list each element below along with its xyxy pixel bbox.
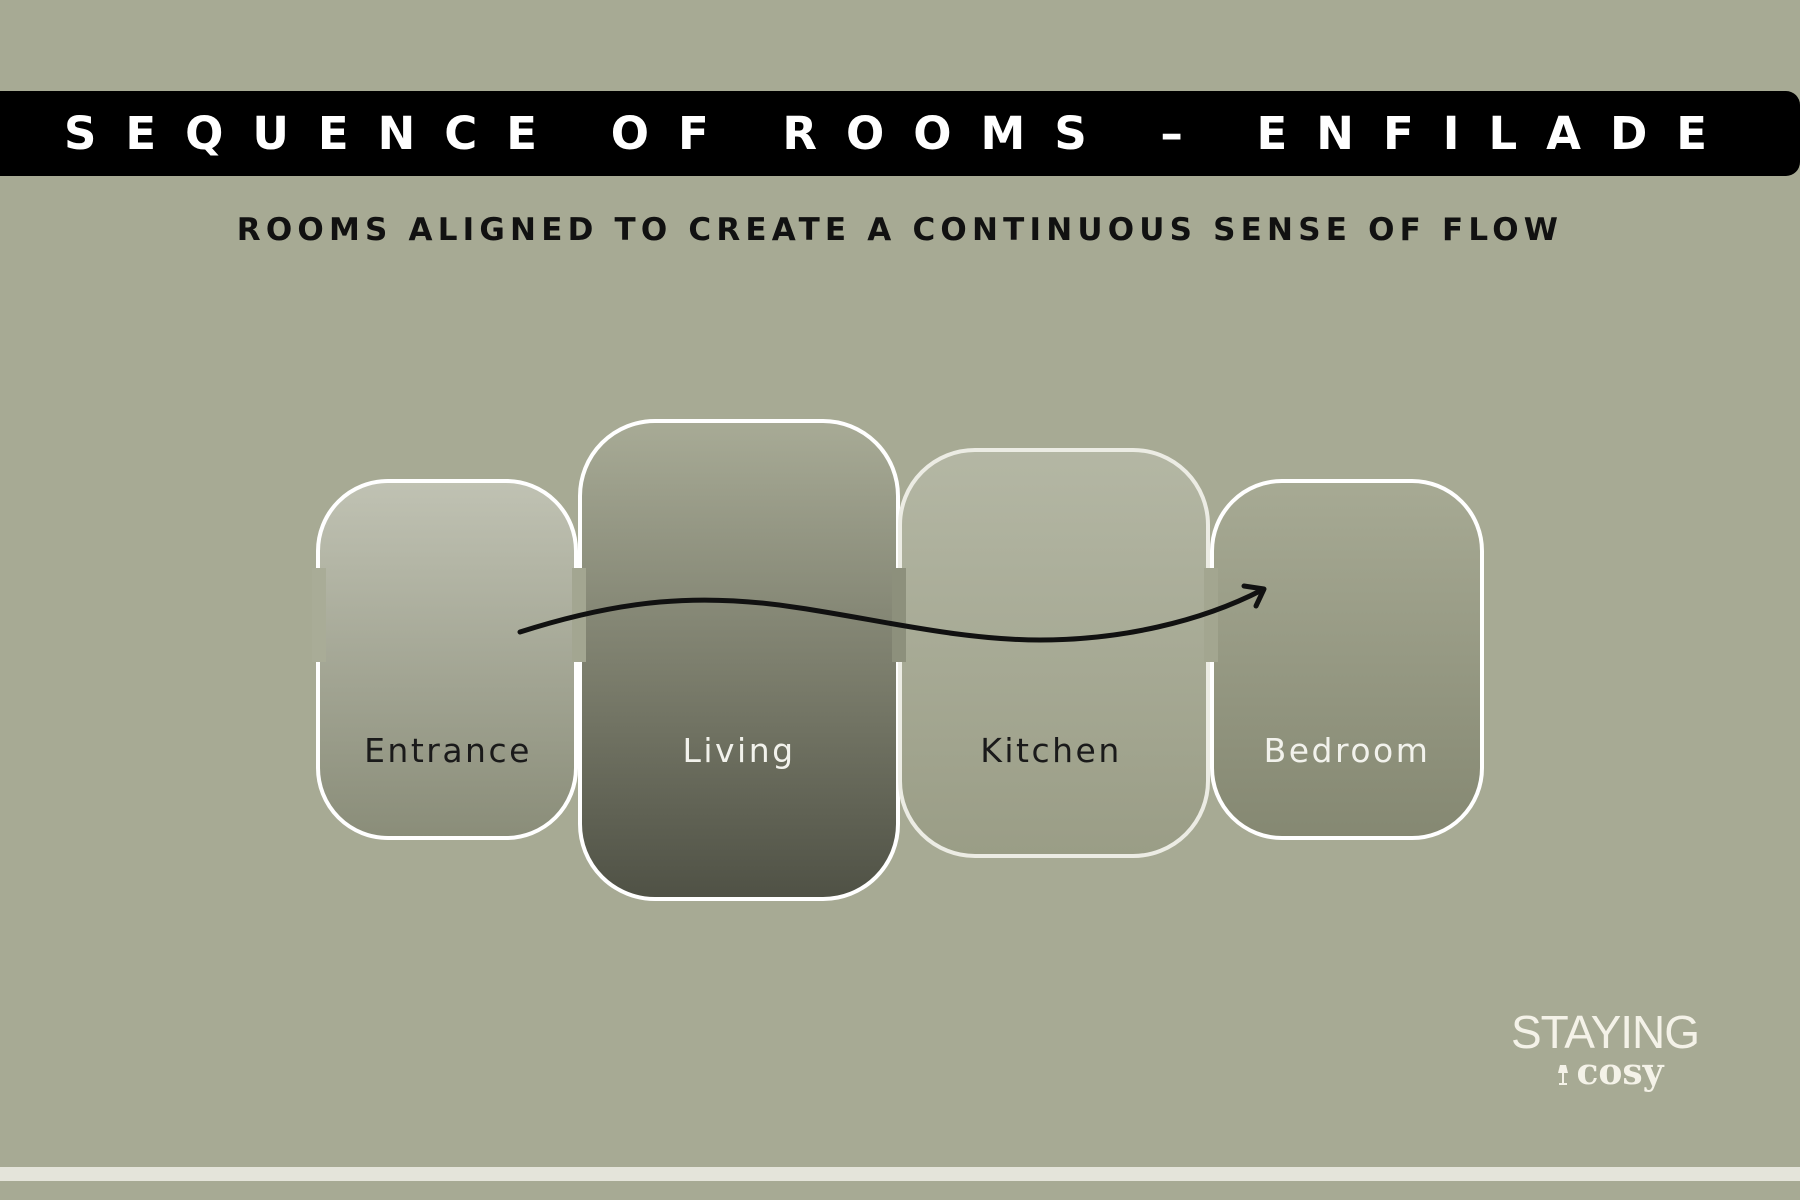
room-living <box>578 419 900 901</box>
room-entrance <box>316 479 578 840</box>
room-label-living: Living <box>682 731 795 770</box>
room-label-bedroom: Bedroom <box>1264 731 1431 770</box>
staying-cosy-logo: STAYING cosy <box>1500 1008 1710 1092</box>
doorway <box>892 568 906 662</box>
logo-line1: STAYING <box>1510 1006 1700 1058</box>
doorway <box>312 568 326 662</box>
curved-arrow-icon <box>517 583 1267 643</box>
lamp-icon <box>1558 1065 1569 1085</box>
room-bedroom <box>1210 479 1484 840</box>
room-label-entrance: Entrance <box>364 731 532 770</box>
bottom-divider <box>0 1167 1800 1181</box>
title-bar: SEQUENCE OF ROOMS – ENFILADE <box>0 91 1800 176</box>
room-kitchen <box>898 448 1210 858</box>
logo-line2: cosy <box>1576 1051 1664 1093</box>
doorway <box>1204 568 1218 662</box>
page-title: SEQUENCE OF ROOMS – ENFILADE <box>63 107 1737 160</box>
room-label-kitchen: Kitchen <box>980 731 1122 770</box>
page-subtitle: ROOMS ALIGNED TO CREATE A CONTINUOUS SEN… <box>236 212 1564 248</box>
